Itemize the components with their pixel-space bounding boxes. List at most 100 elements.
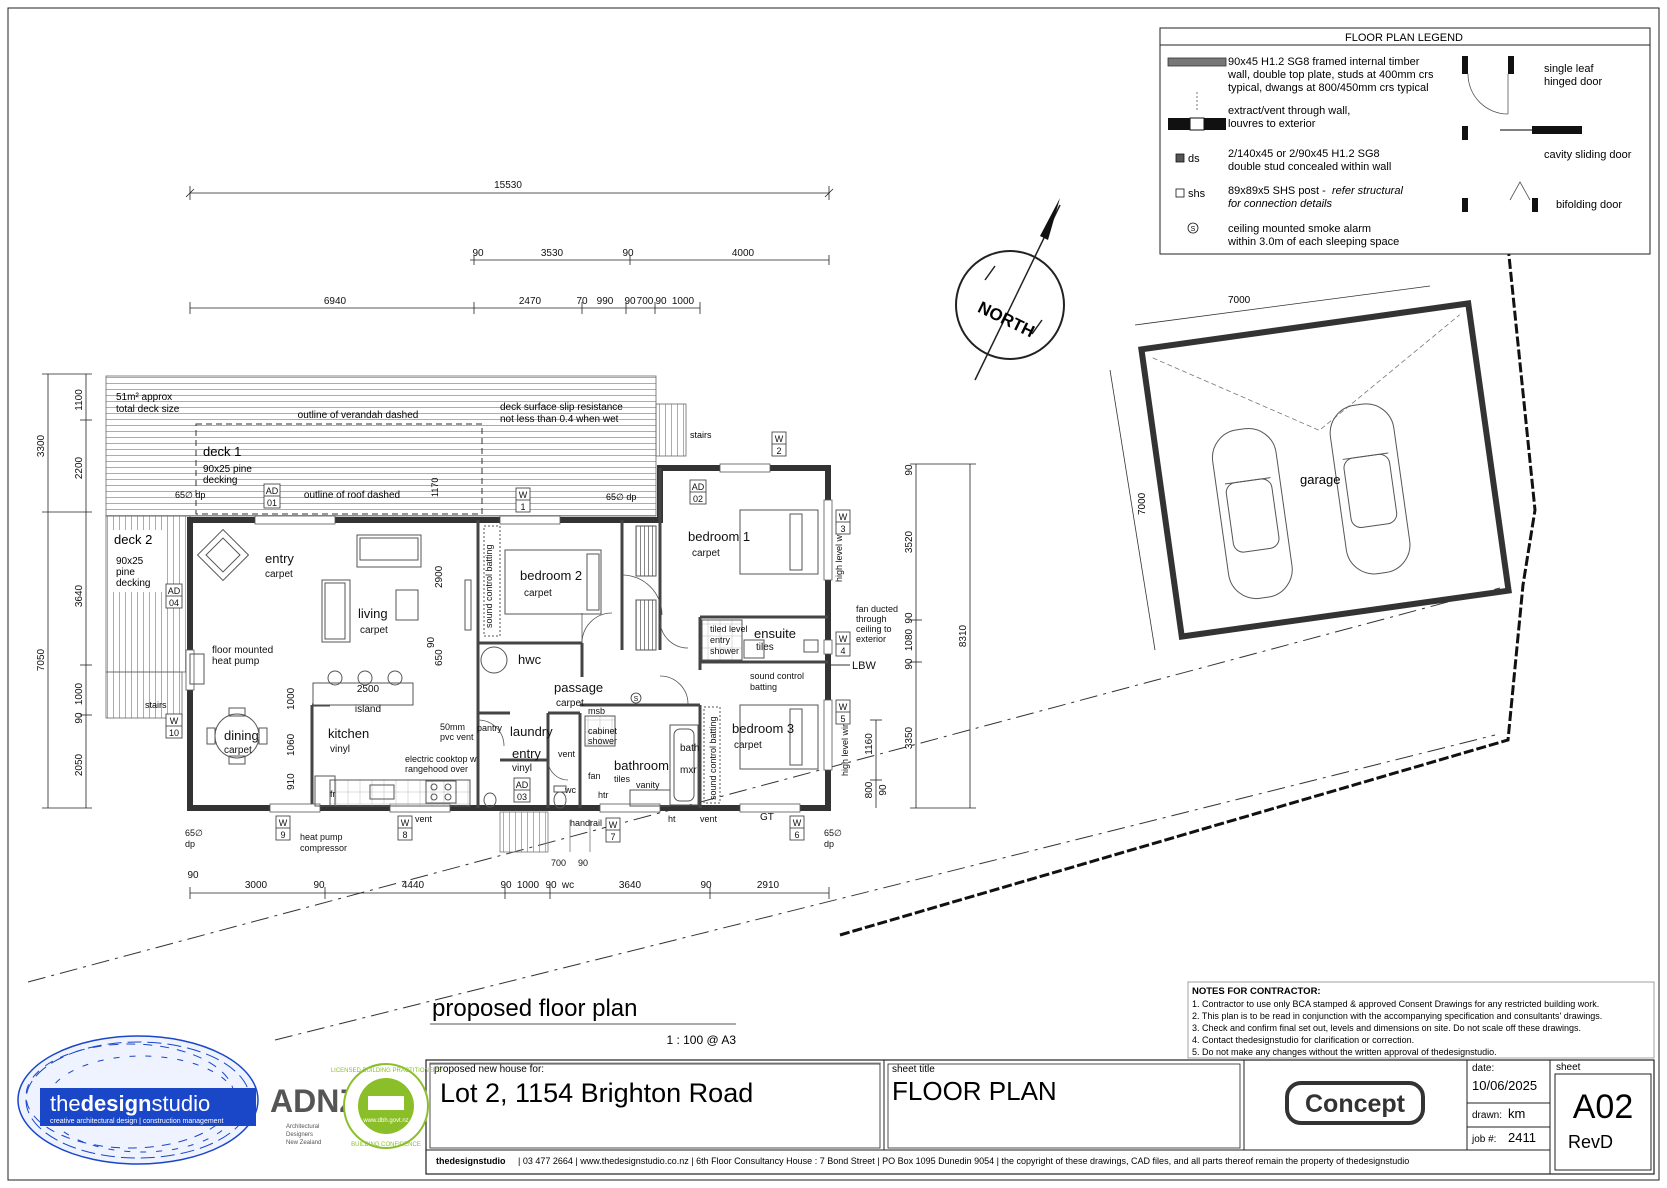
stairs: [499, 811, 591, 853]
dim-label: 90: [426, 636, 437, 648]
svg-text:W: W: [775, 434, 784, 444]
deck-2: deck 2 90x25 pine decking stairs: [105, 515, 191, 719]
contractor-notes: NOTES FOR CONTRACTOR: 1. Contractor to u…: [1187, 981, 1655, 1059]
dim-label: 990: [597, 296, 614, 307]
dim-label: 90: [700, 880, 712, 891]
dim-label: 1080: [904, 628, 915, 651]
entry-label: entry: [265, 551, 294, 566]
fan-duct-note: fan ducted: [856, 604, 898, 614]
mixer-label: mxr: [680, 765, 697, 776]
sound-batting-label: sound control: [750, 671, 804, 681]
fridge-label: fr: [330, 789, 336, 799]
dim-label: 700: [637, 296, 654, 307]
adnz-sub: New Zealand: [286, 1140, 321, 1146]
dim-label: 650: [434, 649, 445, 666]
dim-label: 90: [472, 248, 484, 259]
dim-label: wc: [561, 880, 574, 891]
bedroom3-label: bedroom 3: [732, 721, 794, 736]
room-labels: entry carpet living carpet floor mounted…: [185, 511, 898, 868]
cabinet-shower-label: cabinet: [588, 726, 618, 736]
svg-text:W: W: [401, 818, 410, 828]
svg-text:W: W: [839, 634, 848, 644]
sheet-title: FLOOR PLAN: [892, 1076, 1057, 1106]
dim-label: 3530: [541, 248, 564, 259]
downpipe-label: 65∅: [185, 828, 203, 838]
drawn-label: drawn:: [1472, 1110, 1502, 1121]
svg-text:W: W: [839, 702, 848, 712]
dim-label: 1060: [286, 733, 297, 756]
svg-text:AD: AD: [692, 482, 705, 492]
vent-label: vent: [700, 814, 718, 824]
floor-finish-label: vinyl: [512, 763, 532, 774]
svg-text:8: 8: [402, 830, 407, 840]
footer-brand: thedesignstudio: [436, 1156, 506, 1166]
svg-text:10: 10: [169, 728, 179, 738]
dim-label: 2470: [519, 296, 542, 307]
tiled-shower-label: tiled level: [710, 624, 748, 634]
handrail-label: handrail: [570, 818, 602, 828]
dim-label: 90: [878, 784, 889, 796]
dim-label: 7000: [1137, 492, 1148, 515]
plan-scale: 1 : 100 @ A3: [666, 1033, 736, 1047]
dim-label: 90: [904, 612, 915, 624]
fan-duct-note: exterior: [856, 634, 886, 644]
vent-label: vent: [558, 749, 576, 759]
dim-label: 90: [187, 870, 199, 881]
floor-finish-label: carpet: [524, 588, 552, 599]
dim-label: 1160: [864, 733, 875, 755]
date-label: date:: [1472, 1063, 1494, 1074]
adnz-sub: Architectural: [286, 1124, 319, 1130]
notes-title: NOTES FOR CONTRACTOR:: [1192, 986, 1321, 997]
legend-wall-text: typical, dwangs at 800/450mm crs typical: [1228, 82, 1429, 94]
concept-stamp: Concept: [1305, 1090, 1406, 1118]
downpipe-label: 65∅: [824, 828, 842, 838]
roof-outline-note: outline of roof dashed: [304, 490, 400, 501]
downpipe-label: dp: [824, 839, 834, 849]
dimensions-bottom: 90 3000 90 4440 90 1000 90 wc 3640 90 29…: [187, 870, 830, 899]
garage: garage 7000 7000: [1109, 285, 1512, 651]
dim-label: 910: [286, 773, 297, 790]
doors: [477, 574, 689, 781]
legend-ds-text: double stud concealed within wall: [1228, 161, 1391, 173]
dim-label: 90: [622, 248, 634, 259]
footer-text: | 03 477 2664 | www.thedesignstudio.co.n…: [518, 1156, 1409, 1166]
svg-text:5: 5: [840, 714, 845, 724]
dimensions-right: 90 3520 90 1080 90 3350 8310 1160 800 90: [864, 463, 976, 809]
legend-ds-tag: ds: [1188, 153, 1200, 165]
brand-logo-text: thedesignstudio: [50, 1091, 210, 1116]
dim-label: 1000: [74, 682, 85, 705]
lbp-bottom-text: BUILDING CONFIDENCE: [351, 1142, 421, 1148]
dimensions-top: 15530 90 3530 90 4000 6940 2470 70 990 9…: [185, 180, 834, 314]
vent-label: vent: [415, 814, 433, 824]
heater-label: htr: [598, 790, 609, 800]
lbp-url: www.dbh.govt.nz: [362, 1118, 408, 1124]
floor-finish-label: vinyl: [330, 744, 350, 755]
tag-ad02: AD 02: [689, 479, 707, 505]
sound-batting-label: sound control batting: [708, 716, 718, 800]
floor-finish-label: carpet: [734, 740, 762, 751]
svg-text:W: W: [279, 818, 288, 828]
garage-label: garage: [1300, 472, 1340, 487]
legend-smoke-text: ceiling mounted smoke alarm: [1228, 223, 1371, 235]
legend-door-single: single leaf: [1544, 63, 1594, 75]
tag-w8: W8: [397, 815, 413, 841]
cooktop-label: rangehood over: [405, 764, 468, 774]
sound-batting-label: sound control batting: [484, 544, 494, 628]
fan-duct-note: through: [856, 614, 887, 624]
svg-text:AD: AD: [516, 780, 529, 790]
svg-text:W: W: [170, 716, 179, 726]
svg-text:02: 02: [693, 494, 703, 504]
interior-walls: [310, 468, 828, 808]
dim-label: 2500: [357, 684, 380, 695]
legend-wall-text: 90x45 H1.2 SG8 framed internal timber: [1228, 56, 1420, 68]
fan-label: fan: [588, 771, 601, 781]
bath-label: bath: [680, 743, 699, 754]
deck2-label: deck 2: [114, 532, 152, 547]
stairs-label: stairs: [145, 700, 167, 710]
svg-text:7: 7: [610, 832, 615, 842]
note-item: 3. Check and confirm final set out, leve…: [1192, 1023, 1581, 1033]
brand-tagline: creative architectural design | construc…: [50, 1118, 223, 1125]
verandah-note: outline of verandah dashed: [298, 410, 419, 421]
tag-w7: W7: [605, 817, 621, 843]
